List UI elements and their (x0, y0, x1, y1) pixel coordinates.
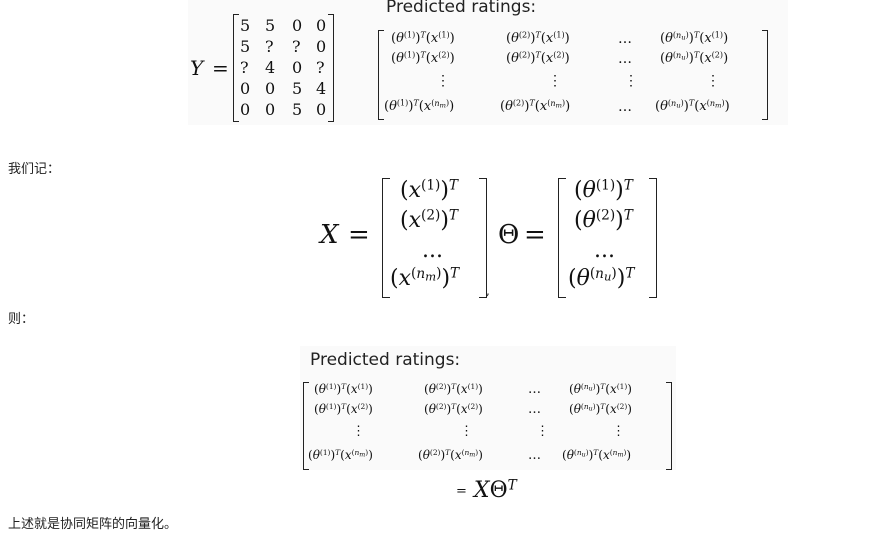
y-cell: ? (240, 58, 249, 77)
y-cell: 0 (265, 100, 276, 119)
x-row: (x(2))T (400, 207, 459, 233)
x-right-bracket (479, 178, 487, 298)
y-cell: 0 (316, 37, 327, 56)
figure-ratings-matrix: Y = 5 5 0 0 5 ? ? 0 ? 4 0 ? 0 0 5 4 0 0 … (188, 0, 788, 125)
y-cell: 5 (292, 100, 303, 119)
y-cell: 4 (316, 79, 327, 98)
y-symbol: Y (190, 56, 204, 80)
theta-row: (θ(nu))T (568, 265, 635, 291)
theta-left-bracket (558, 178, 566, 298)
pred-entry: (θ(1))T(x(nm)) (384, 98, 455, 114)
y-equals: = (212, 56, 229, 80)
pred-entry: (θ(1))T(x(1)) (391, 30, 455, 46)
pred-entry: (θ(nu))T(x(nm)) (655, 98, 730, 114)
theta-row: (θ(2))T (574, 207, 633, 233)
y-right-bracket (328, 14, 334, 122)
x-left-bracket (382, 178, 390, 298)
predicted-ratings-title: Predicted ratings: (310, 350, 461, 370)
y-cell: 0 (240, 79, 251, 98)
x-equals: = (348, 220, 370, 250)
pred-vdots: ⋮ (536, 424, 549, 439)
pred-ellipsis: … (618, 51, 632, 67)
pred-entry: (θ(nu))T(x(1)) (660, 30, 729, 46)
theta-symbol: Θ (498, 220, 520, 250)
paragraph-then: 则： (8, 311, 35, 326)
pred-vdots: ⋮ (352, 424, 365, 439)
pred-vdots: ⋮ (624, 73, 638, 89)
pred-entry: (θ(2))T(x(2)) (506, 50, 570, 66)
pred-entry: (θ(1))T(x(1)) (314, 381, 373, 396)
y-cell: 5 (240, 37, 251, 56)
pred-ellipsis: … (618, 31, 632, 47)
pred-entry: (θ(2))T(x(2)) (424, 401, 483, 416)
figure-predicted-ratings-vectorized: Predicted ratings: (θ(1))T(x(1)) (θ(2))T… (300, 346, 676, 470)
theta-dots: ... (594, 238, 615, 263)
y-cell: 0 (292, 58, 303, 77)
pred-entry: (θ(nu))T(x(1)) (569, 381, 632, 396)
pred-entry: (θ(nu))T(x(2)) (569, 401, 632, 416)
y-cell: 0 (265, 79, 276, 98)
result-formula: = XΘT (456, 477, 517, 503)
pred-left-bracket (378, 30, 384, 120)
y-cell: 5 (240, 16, 251, 35)
y-cell: 0 (316, 16, 327, 35)
figure-x-theta-definition: X = (x(1))T (x(2))T ... (x(nm))T , Θ = (… (318, 172, 668, 304)
y-cell: ? (292, 37, 301, 56)
pred-entry: (θ(nu))T(x(nm)) (562, 447, 632, 462)
y-cell: 0 (292, 16, 303, 35)
y-cell: 5 (292, 79, 303, 98)
y-cell: 0 (240, 100, 251, 119)
x-row: (x(nm))T (390, 265, 460, 291)
pred-right-bracket (762, 30, 768, 120)
y-cell: ? (265, 37, 274, 56)
predicted-ratings-title: Predicted ratings: (386, 0, 537, 17)
paragraph-conclusion: 上述就是协同矩阵的向量化。 (8, 516, 178, 531)
pred-ellipsis: … (618, 99, 632, 115)
y-cell: 5 (265, 16, 276, 35)
theta-equals: = (524, 220, 546, 250)
pred-entry: (θ(2))T(x(nm)) (418, 447, 483, 462)
pred-entry: (θ(1))T(x(2)) (314, 401, 373, 416)
pred-vdots: ⋮ (460, 424, 473, 439)
y-cell: ? (316, 58, 325, 77)
x-row: (x(1))T (400, 177, 459, 203)
x-dots: ... (422, 238, 443, 263)
y-left-bracket (233, 14, 239, 122)
pred-vdots: ⋮ (706, 73, 720, 89)
pred-entry: (θ(nu))T(x(2)) (660, 50, 729, 66)
theta-right-bracket (649, 178, 657, 298)
pred-vdots: ⋮ (548, 73, 562, 89)
paragraph-we-denote: 我们记： (8, 161, 61, 176)
pred-left-bracket (303, 382, 309, 470)
y-cell: 4 (265, 58, 276, 77)
pred-vdots: ⋮ (612, 424, 625, 439)
theta-row: (θ(1))T (574, 177, 633, 203)
pred-entry: (θ(2))T(x(nm)) (500, 98, 571, 114)
pred-right-bracket (666, 382, 672, 470)
pred-ellipsis: … (528, 402, 541, 417)
pred-entry: (θ(1))T(x(2)) (391, 50, 455, 66)
pred-ellipsis: … (528, 448, 541, 463)
pred-entry: (θ(1))T(x(nm)) (308, 447, 373, 462)
pred-vdots: ⋮ (436, 73, 450, 89)
y-cell: 0 (316, 100, 327, 119)
x-symbol: X (320, 220, 339, 250)
pred-ellipsis: … (528, 382, 541, 397)
pred-entry: (θ(2))T(x(1)) (506, 30, 570, 46)
comma: , (486, 284, 490, 298)
pred-entry: (θ(2))T(x(1)) (424, 381, 483, 396)
